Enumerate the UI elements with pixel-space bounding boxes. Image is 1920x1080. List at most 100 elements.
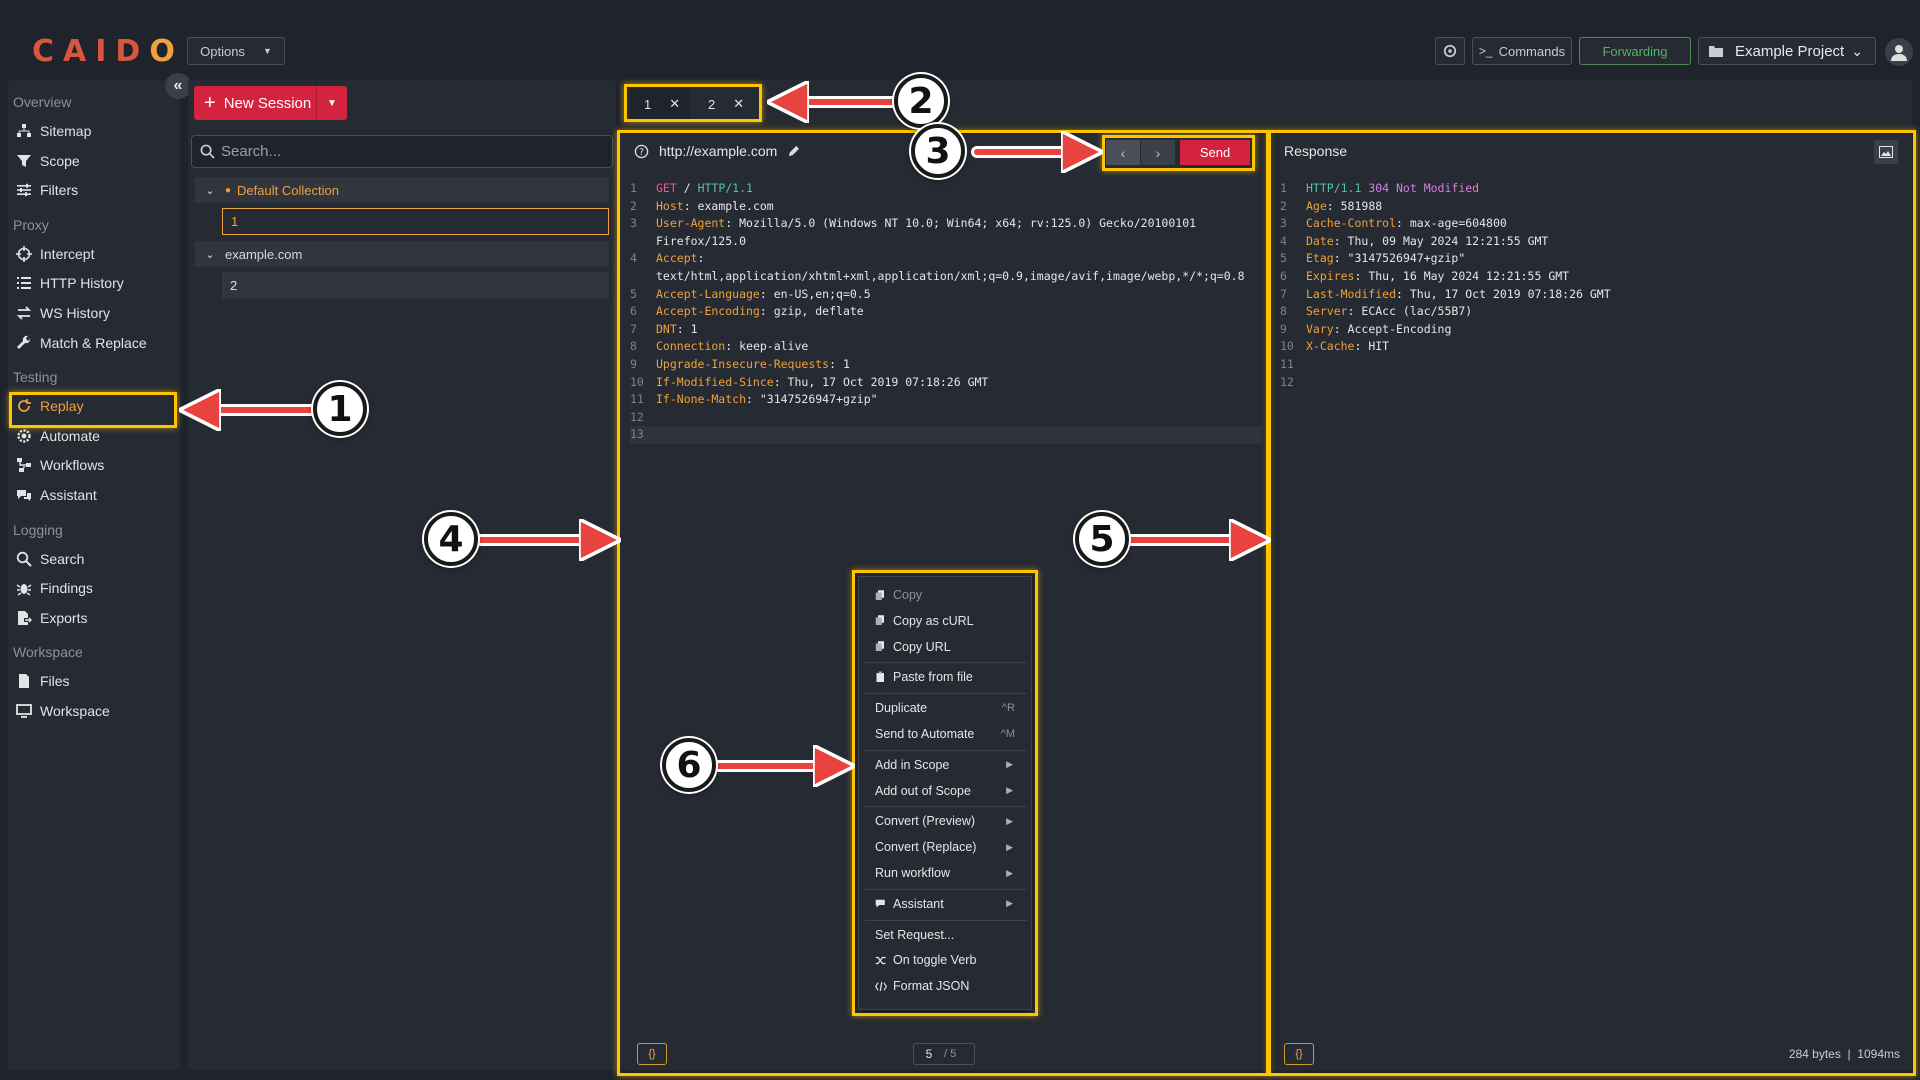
pencil-icon[interactable] [787, 145, 800, 158]
tab-2[interactable]: 2 ✕ [694, 88, 754, 120]
new-session-button[interactable]: + New Session ▼ [194, 86, 347, 120]
menu-item-assistant[interactable]: Assistant▶ [865, 892, 1027, 916]
format-button[interactable]: {} [637, 1043, 667, 1065]
sidebar-item-scope[interactable]: Scope [4, 148, 168, 174]
sidebar-item-match-replace[interactable]: Match & Replace [4, 330, 168, 356]
session-item[interactable]: 1 [222, 208, 609, 235]
sidebar-item-label: Workflows [40, 457, 105, 474]
help-circle-icon[interactable]: ? [634, 144, 649, 159]
collapse-sidebar-button[interactable]: « [165, 73, 191, 99]
menu-divider [865, 806, 1027, 808]
plus-icon: + [204, 91, 216, 114]
menu-item-convert-replace[interactable]: Convert (Replace)▶ [865, 835, 1027, 859]
menu-item-on-toggle-verb[interactable]: On toggle Verb [865, 948, 1027, 972]
sidebar-item-automate[interactable]: Automate [4, 423, 168, 449]
session-item[interactable]: 2 [222, 272, 609, 299]
menu-item-add-out-of-scope[interactable]: Add out of Scope▶ [865, 779, 1027, 803]
format-button[interactable]: {} [1284, 1043, 1314, 1065]
collection-example[interactable]: ⌄ example.com [195, 241, 609, 267]
sidebar-item-workspace[interactable]: Workspace [4, 698, 168, 724]
search-input[interactable] [221, 143, 601, 160]
braces-icon: {} [1295, 1048, 1303, 1060]
request-url[interactable]: http://example.com [659, 143, 778, 159]
chevron-down-icon[interactable]: ⌄ [205, 184, 215, 197]
menu-item-send-to-automate[interactable]: Send to Automate^M [865, 722, 1027, 746]
chevron-left-icon: ‹ [1120, 144, 1126, 161]
menu-item-copy[interactable]: Copy [865, 583, 1027, 607]
previous-request-button[interactable]: ‹ [1106, 140, 1140, 165]
project-selector[interactable]: Example Project ⌄ [1698, 37, 1876, 65]
chevron-right-icon: ▶ [1006, 759, 1013, 770]
sidebar-item-replay[interactable]: Replay [4, 393, 168, 419]
code-line: 13 [630, 426, 1262, 444]
user-avatar[interactable] [1885, 38, 1913, 66]
annotation-badge: 6 [662, 738, 716, 792]
annotation-badge: 1 [313, 382, 367, 436]
annotation-badge: 4 [424, 512, 478, 566]
sidebar-item-findings[interactable]: Findings [4, 575, 168, 601]
sidebar-item-files[interactable]: Files [4, 668, 168, 694]
sidebar-item-ws-history[interactable]: WS History [4, 300, 168, 326]
send-button[interactable]: Send [1180, 140, 1250, 165]
menu-item-duplicate[interactable]: Duplicate^R [865, 696, 1027, 720]
sidebar-item-intercept[interactable]: Intercept [4, 241, 168, 267]
sitemap-icon [17, 124, 31, 137]
sidebar-item-search[interactable]: Search [4, 546, 168, 572]
close-icon[interactable]: ✕ [733, 96, 745, 111]
options-dropdown[interactable]: Options ▼ [187, 37, 285, 65]
menu-item-label: On toggle Verb [893, 953, 977, 968]
page-input[interactable] [914, 1047, 944, 1061]
preview-button[interactable] [1874, 140, 1898, 164]
menu-item-set-request[interactable]: Set Request... [865, 923, 1027, 947]
menu-item-convert-preview[interactable]: Convert (Preview)▶ [865, 809, 1027, 833]
gear-icon [17, 429, 31, 443]
sidebar-item-assistant[interactable]: Assistant [4, 482, 168, 508]
close-icon[interactable]: ✕ [669, 96, 681, 111]
sidebar-item-filters[interactable]: Filters [4, 177, 168, 203]
code-line: 12 [630, 409, 644, 424]
search-icon [200, 144, 215, 159]
menu-divider [865, 888, 1027, 890]
annotation-badge: 3 [911, 124, 965, 178]
menu-item-format-json[interactable]: Format JSON [865, 974, 1027, 998]
menu-item-label: Run workflow [875, 866, 951, 880]
next-request-button[interactable]: › [1141, 140, 1175, 165]
menu-item-copy-url[interactable]: Copy URL [865, 635, 1027, 659]
settings-button[interactable] [1435, 37, 1465, 65]
highlight-replay [9, 392, 177, 428]
collection-default[interactable]: ⌄ ● Default Collection [195, 177, 609, 203]
response-title: Response [1284, 143, 1348, 159]
menu-item-label: Copy URL [893, 639, 951, 654]
forwarding-toggle[interactable]: Forwarding [1579, 37, 1691, 65]
menu-divider [865, 693, 1027, 695]
file-icon [19, 674, 29, 689]
caret-down-icon[interactable]: ▼ [327, 97, 337, 109]
sidebar-item-workflows[interactable]: Workflows [4, 452, 168, 478]
chevron-down-icon[interactable]: ⌄ [205, 248, 215, 261]
chevron-right-icon: › [1155, 144, 1161, 161]
sidebar-item-sitemap[interactable]: Sitemap [4, 118, 168, 144]
sidebar-item-http-history[interactable]: HTTP History [4, 270, 168, 296]
commands-label: Commands [1498, 43, 1566, 59]
sidebar-item-exports[interactable]: Exports [4, 605, 168, 631]
commands-button[interactable]: >_ Commands [1472, 37, 1572, 65]
menu-item-paste-from-file[interactable]: Paste from file [865, 665, 1027, 689]
tab-1[interactable]: 1 ✕ [630, 88, 690, 120]
response-stats: 284 bytes | 1094ms [1788, 1047, 1900, 1061]
sidebar-item-label: Findings [40, 580, 93, 597]
menu-item-run-workflow[interactable]: Run workflow▶ [865, 861, 1027, 885]
menu-item-copy-as-curl[interactable]: Copy as cURL [865, 609, 1027, 633]
user-icon [1891, 45, 1907, 61]
session-search [191, 135, 613, 168]
copy-icon [875, 589, 884, 600]
menu-item-label: Copy [893, 588, 923, 602]
page-total: / 5 [944, 1048, 957, 1060]
shortcut-hint: ^M [1000, 728, 1015, 740]
menu-item-add-in-scope[interactable]: Add in Scope▶ [865, 753, 1027, 777]
